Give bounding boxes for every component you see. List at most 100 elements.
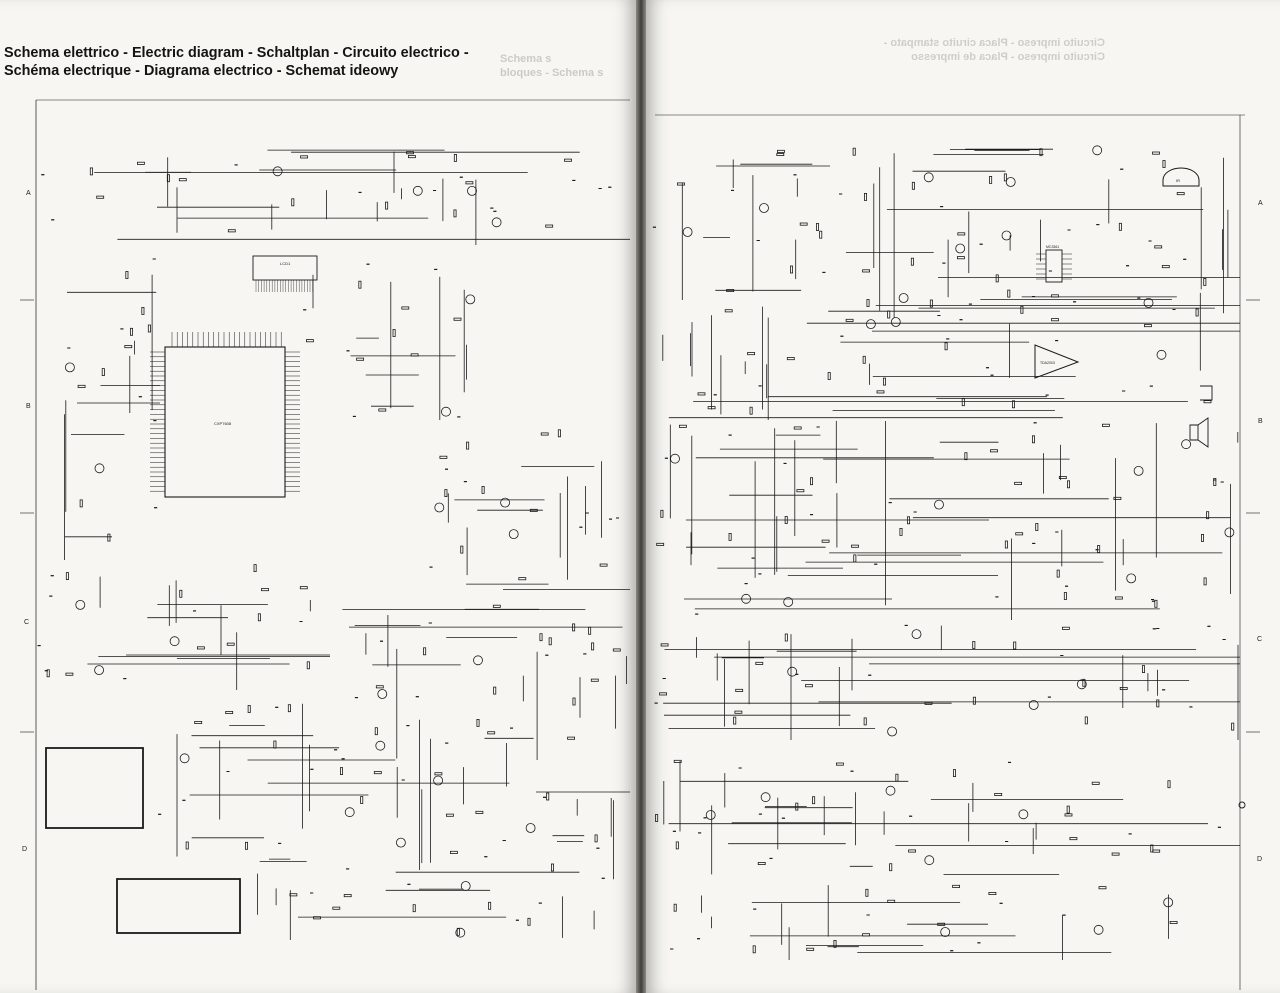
resistor-symbol: [865, 888, 869, 897]
resistor-symbol: [1154, 599, 1158, 608]
resistor-symbol: [227, 229, 236, 233]
resistor-symbol: [1152, 151, 1160, 155]
resistor-symbol: [853, 554, 857, 563]
transistor-symbol: [1126, 573, 1137, 584]
resistor-symbol: [851, 544, 859, 548]
ir-receiver-symbol: [1162, 167, 1200, 187]
transistor-symbol: [375, 740, 386, 751]
transistor-symbol: [169, 636, 180, 647]
resistor-symbol: [453, 153, 457, 162]
resistor-symbol: [1161, 265, 1170, 269]
resistor-symbol: [572, 697, 576, 706]
bleed-through-text-left: Schema s bloques - Schema s: [500, 52, 603, 80]
resistor-symbol: [1091, 781, 1100, 785]
resistor-symbol: [244, 841, 248, 850]
resistor-symbol: [656, 542, 665, 546]
transistor-symbol: [75, 600, 86, 610]
resistor-symbol: [784, 516, 788, 524]
resistor-symbol: [306, 661, 310, 670]
transistor-symbol: [682, 227, 693, 237]
resistor-symbol: [373, 771, 382, 775]
resistor-symbol: [356, 357, 365, 361]
diagram-title: Schema elettrico - Electric diagram - Sc…: [4, 44, 469, 80]
resistor-symbol: [937, 922, 946, 926]
resistor-symbol: [673, 903, 677, 912]
resistor-symbol: [444, 489, 448, 498]
resistor-symbol: [1201, 534, 1205, 542]
resistor-symbol: [733, 716, 737, 725]
resistor-symbol: [1195, 308, 1199, 317]
resistor-symbol: [1142, 665, 1146, 673]
headphone-jack-symbol: [1200, 385, 1213, 401]
resistor-symbol: [493, 686, 497, 695]
resistor-symbol: [1012, 400, 1016, 409]
resistor-symbol: [819, 230, 823, 239]
transistor-symbol: [460, 881, 471, 891]
transistor-symbol: [433, 775, 444, 786]
resistor-symbol: [1004, 540, 1008, 549]
resistor-symbol: [166, 174, 170, 183]
transistor-symbol: [1092, 145, 1103, 156]
resistor-symbol: [178, 178, 187, 182]
transistor-symbol: [898, 293, 909, 303]
transistor-symbol: [94, 463, 105, 474]
row-marker-b-right: B: [1258, 418, 1263, 425]
resistor-symbol: [964, 452, 968, 461]
transistor-symbol: [670, 453, 680, 464]
resistor-symbol: [1098, 886, 1107, 890]
row-marker-b-left: B: [26, 403, 31, 410]
resistor-symbol: [540, 432, 549, 436]
resistor-symbol: [529, 508, 538, 512]
resistor-symbol: [453, 209, 457, 218]
resistor-symbol: [887, 899, 896, 903]
resistor-symbol: [147, 324, 151, 333]
transistor-symbol: [934, 499, 944, 510]
resistor-symbol: [273, 740, 277, 749]
resistor-symbol: [796, 489, 805, 493]
bleed-line-2: bloques - Schema s: [500, 67, 604, 79]
resistor-symbol: [795, 802, 799, 811]
book-gutter: [636, 0, 646, 993]
resistor-symbol: [1003, 173, 1007, 182]
resistor-symbol: [136, 161, 145, 165]
resistor-symbol: [697, 392, 706, 396]
resistor-symbol: [89, 167, 93, 176]
resistor-symbol: [889, 863, 893, 872]
tuner-module-box: [45, 747, 144, 829]
row-marker-a-left: A: [26, 190, 31, 197]
transistor-symbol: [1133, 465, 1144, 476]
transistor-symbol: [924, 855, 935, 866]
resistor-symbol: [659, 692, 667, 696]
resistor-symbol: [375, 685, 384, 689]
resistor-symbol: [101, 368, 105, 377]
resistor-symbol: [453, 317, 462, 321]
resistor-symbol: [545, 224, 554, 228]
resistor-symbol: [343, 894, 352, 898]
resistor-symbol: [786, 357, 795, 361]
title-line-1: Schema elettrico - Electric diagram - Sc…: [4, 45, 469, 61]
transistor-symbol: [455, 927, 466, 938]
transistor-symbol: [377, 689, 388, 699]
audio-amp-label: TDA2003: [1040, 361, 1055, 365]
transistor-symbol: [1001, 230, 1012, 241]
resistor-symbol: [492, 604, 501, 608]
row-marker-d-right: D: [1257, 856, 1263, 863]
resistor-symbol: [65, 572, 69, 580]
resistor-symbol: [1069, 837, 1078, 841]
row-marker-a-right: A: [1258, 200, 1263, 207]
row-marker-c-left: C: [24, 619, 30, 626]
resistor-symbol: [793, 426, 802, 430]
bleed-line-1: Schema s: [500, 53, 552, 65]
audio-amplifier-symbol: [1034, 344, 1080, 379]
resistor-symbol: [287, 704, 291, 713]
transistor-symbol: [441, 406, 451, 417]
resistor-symbol: [46, 669, 50, 678]
resistor-symbol: [821, 539, 830, 543]
resistor-symbol: [907, 516, 911, 525]
resistor-symbol: [196, 646, 205, 650]
resistor-symbol: [876, 390, 885, 394]
resistor-symbol: [360, 796, 364, 804]
resistor-symbol: [675, 841, 679, 850]
